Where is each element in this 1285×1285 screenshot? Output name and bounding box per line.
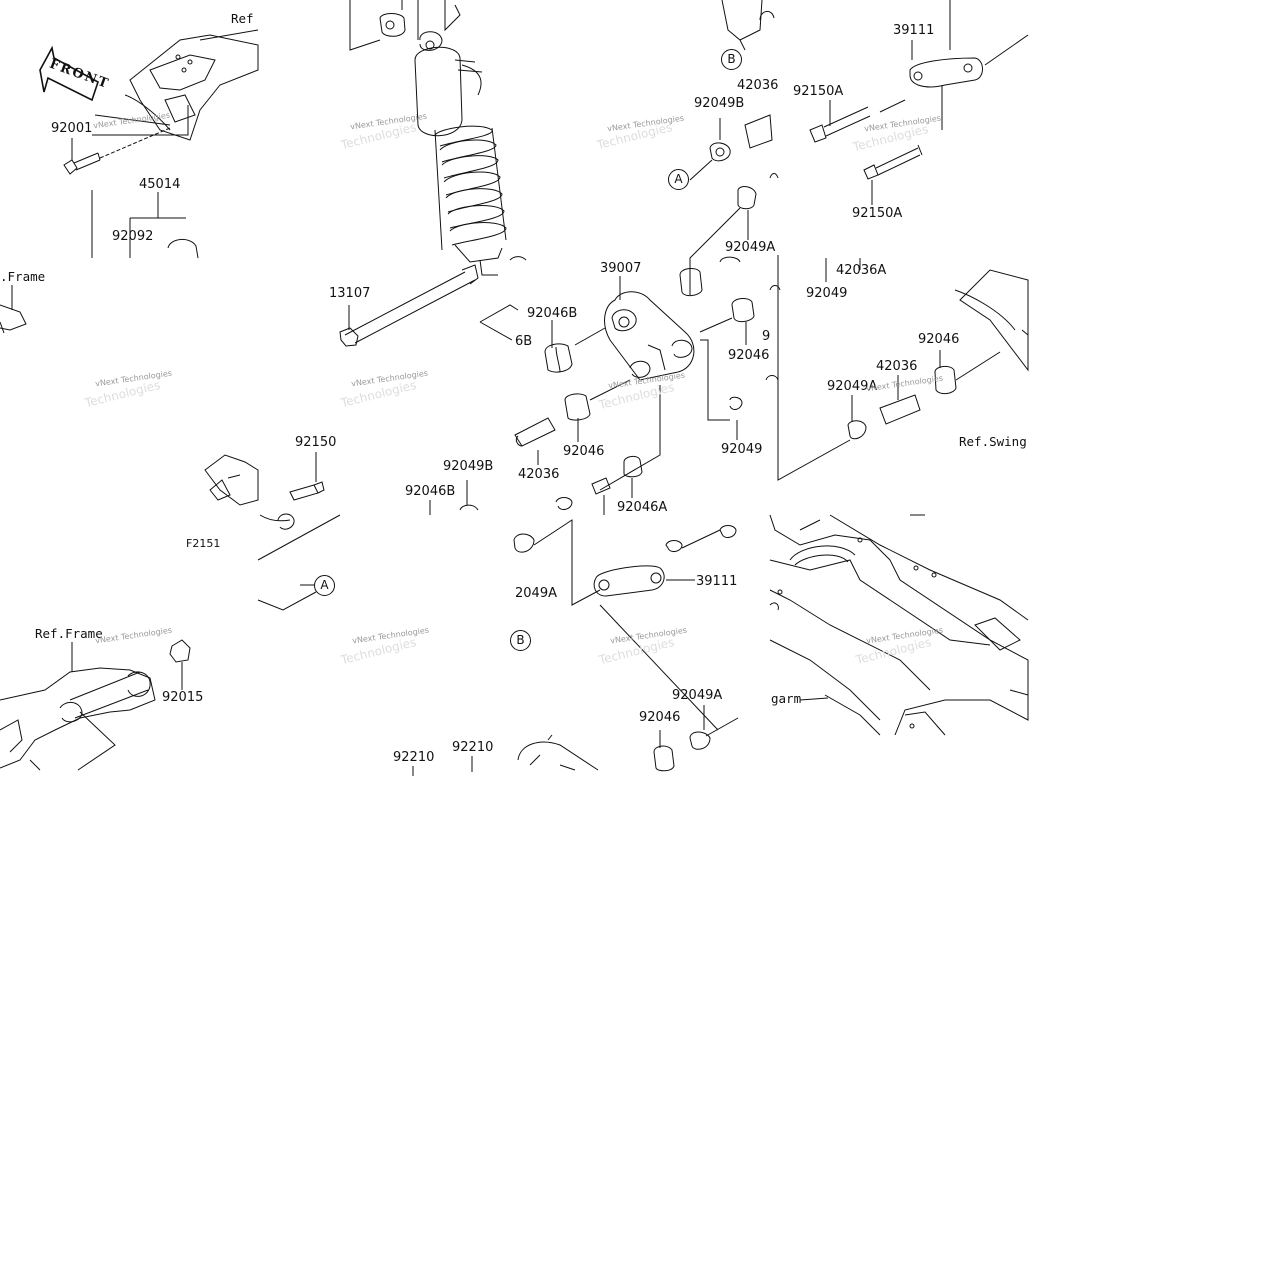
part-label-92049a-bottom: 92049A [672,688,723,703]
ref-label-frame-left: .Frame [0,269,46,284]
part-label-39007: 39007 [600,261,642,276]
bolt-92001-drawing [63,127,171,175]
part-label-92046b-mid: 92046B [405,484,456,499]
part-label-92049-center: 92049 [721,442,763,457]
frame-left-stub-drawing [0,285,27,334]
figure-code: F2151 [186,537,221,550]
part-label-92046-right: 92046 [918,332,960,347]
part-label-92046a: 92046A [617,500,668,515]
ref-label-top: Ref [231,11,254,26]
part-label-92049-right: 92049 [806,286,848,301]
part-label-92046-center: 92046 [563,444,605,459]
part-label-92092: 92092 [112,229,154,244]
part-label-6b: 6B [515,334,533,349]
part-label-42036-top: 42036 [737,78,779,93]
connection-marker-a-mid: A [314,575,335,596]
part-label-92046-r1: 92046 [728,348,770,363]
part-label-13107: 13107 [329,286,371,301]
part-label-92210-b: 92210 [452,740,494,755]
ref-label-swingarm-bottom: garm [771,691,802,706]
part-label-92049a-left: 2049A [515,586,557,601]
swingarm-lower-drawing [769,514,1029,736]
part-label-92049a-right: 92049A [827,379,878,394]
bolt-92150-drawing [204,452,341,611]
front-arrow-icon [39,45,99,102]
bolts-92150a-drawing [809,100,923,205]
shaft-13107-drawing [339,264,479,347]
part-label-92049b-mid: 92049B [443,459,494,474]
ref-label-frame-bottom: Ref.Frame [35,626,103,641]
shock-absorber-drawing [349,0,527,276]
part-label-92001: 92001 [51,121,93,136]
part-label-92150a-1: 92150A [793,84,844,99]
part-label-42036a: 42036A [836,263,887,278]
bracket-45014-drawing [91,190,199,259]
connection-marker-b-bottom: B [510,630,531,651]
part-label-92049b-top: 92049B [694,96,745,111]
bearings-drawing [514,0,781,515]
part-label-92210-a: 92210 [393,750,435,765]
ref-label-swingarm: Ref.Swing [959,434,1027,449]
part-label-39111-bottom: 39111 [696,574,738,589]
part-label-92015: 92015 [162,690,204,705]
part-label-42036-center: 42036 [518,467,560,482]
part-label-9-partial: 9 [762,329,771,344]
frame-bracket-drawing [92,29,259,141]
frame-lower-mount-drawing [0,639,191,771]
part-label-92046b: 92046B [527,306,578,321]
lower-link-drawing [513,497,739,772]
part-label-92150: 92150 [295,435,337,450]
swingarm-upper-drawing [777,255,1029,481]
rocker-arm-39007-drawing [599,276,695,491]
part-label-92150a-2: 92150A [852,206,903,221]
part-label-92046-bottom: 92046 [639,710,681,725]
tie-rod-39111-drawing [879,0,1029,130]
connection-marker-b-top: B [721,49,742,70]
part-label-42036-right: 42036 [876,359,918,374]
part-label-45014: 45014 [139,177,181,192]
part-label-92049a-top: 92049A [725,240,776,255]
part-label-39111-top: 39111 [893,23,935,38]
connection-marker-a-top: A [668,169,689,190]
link-rods-mid-drawing [300,304,519,776]
